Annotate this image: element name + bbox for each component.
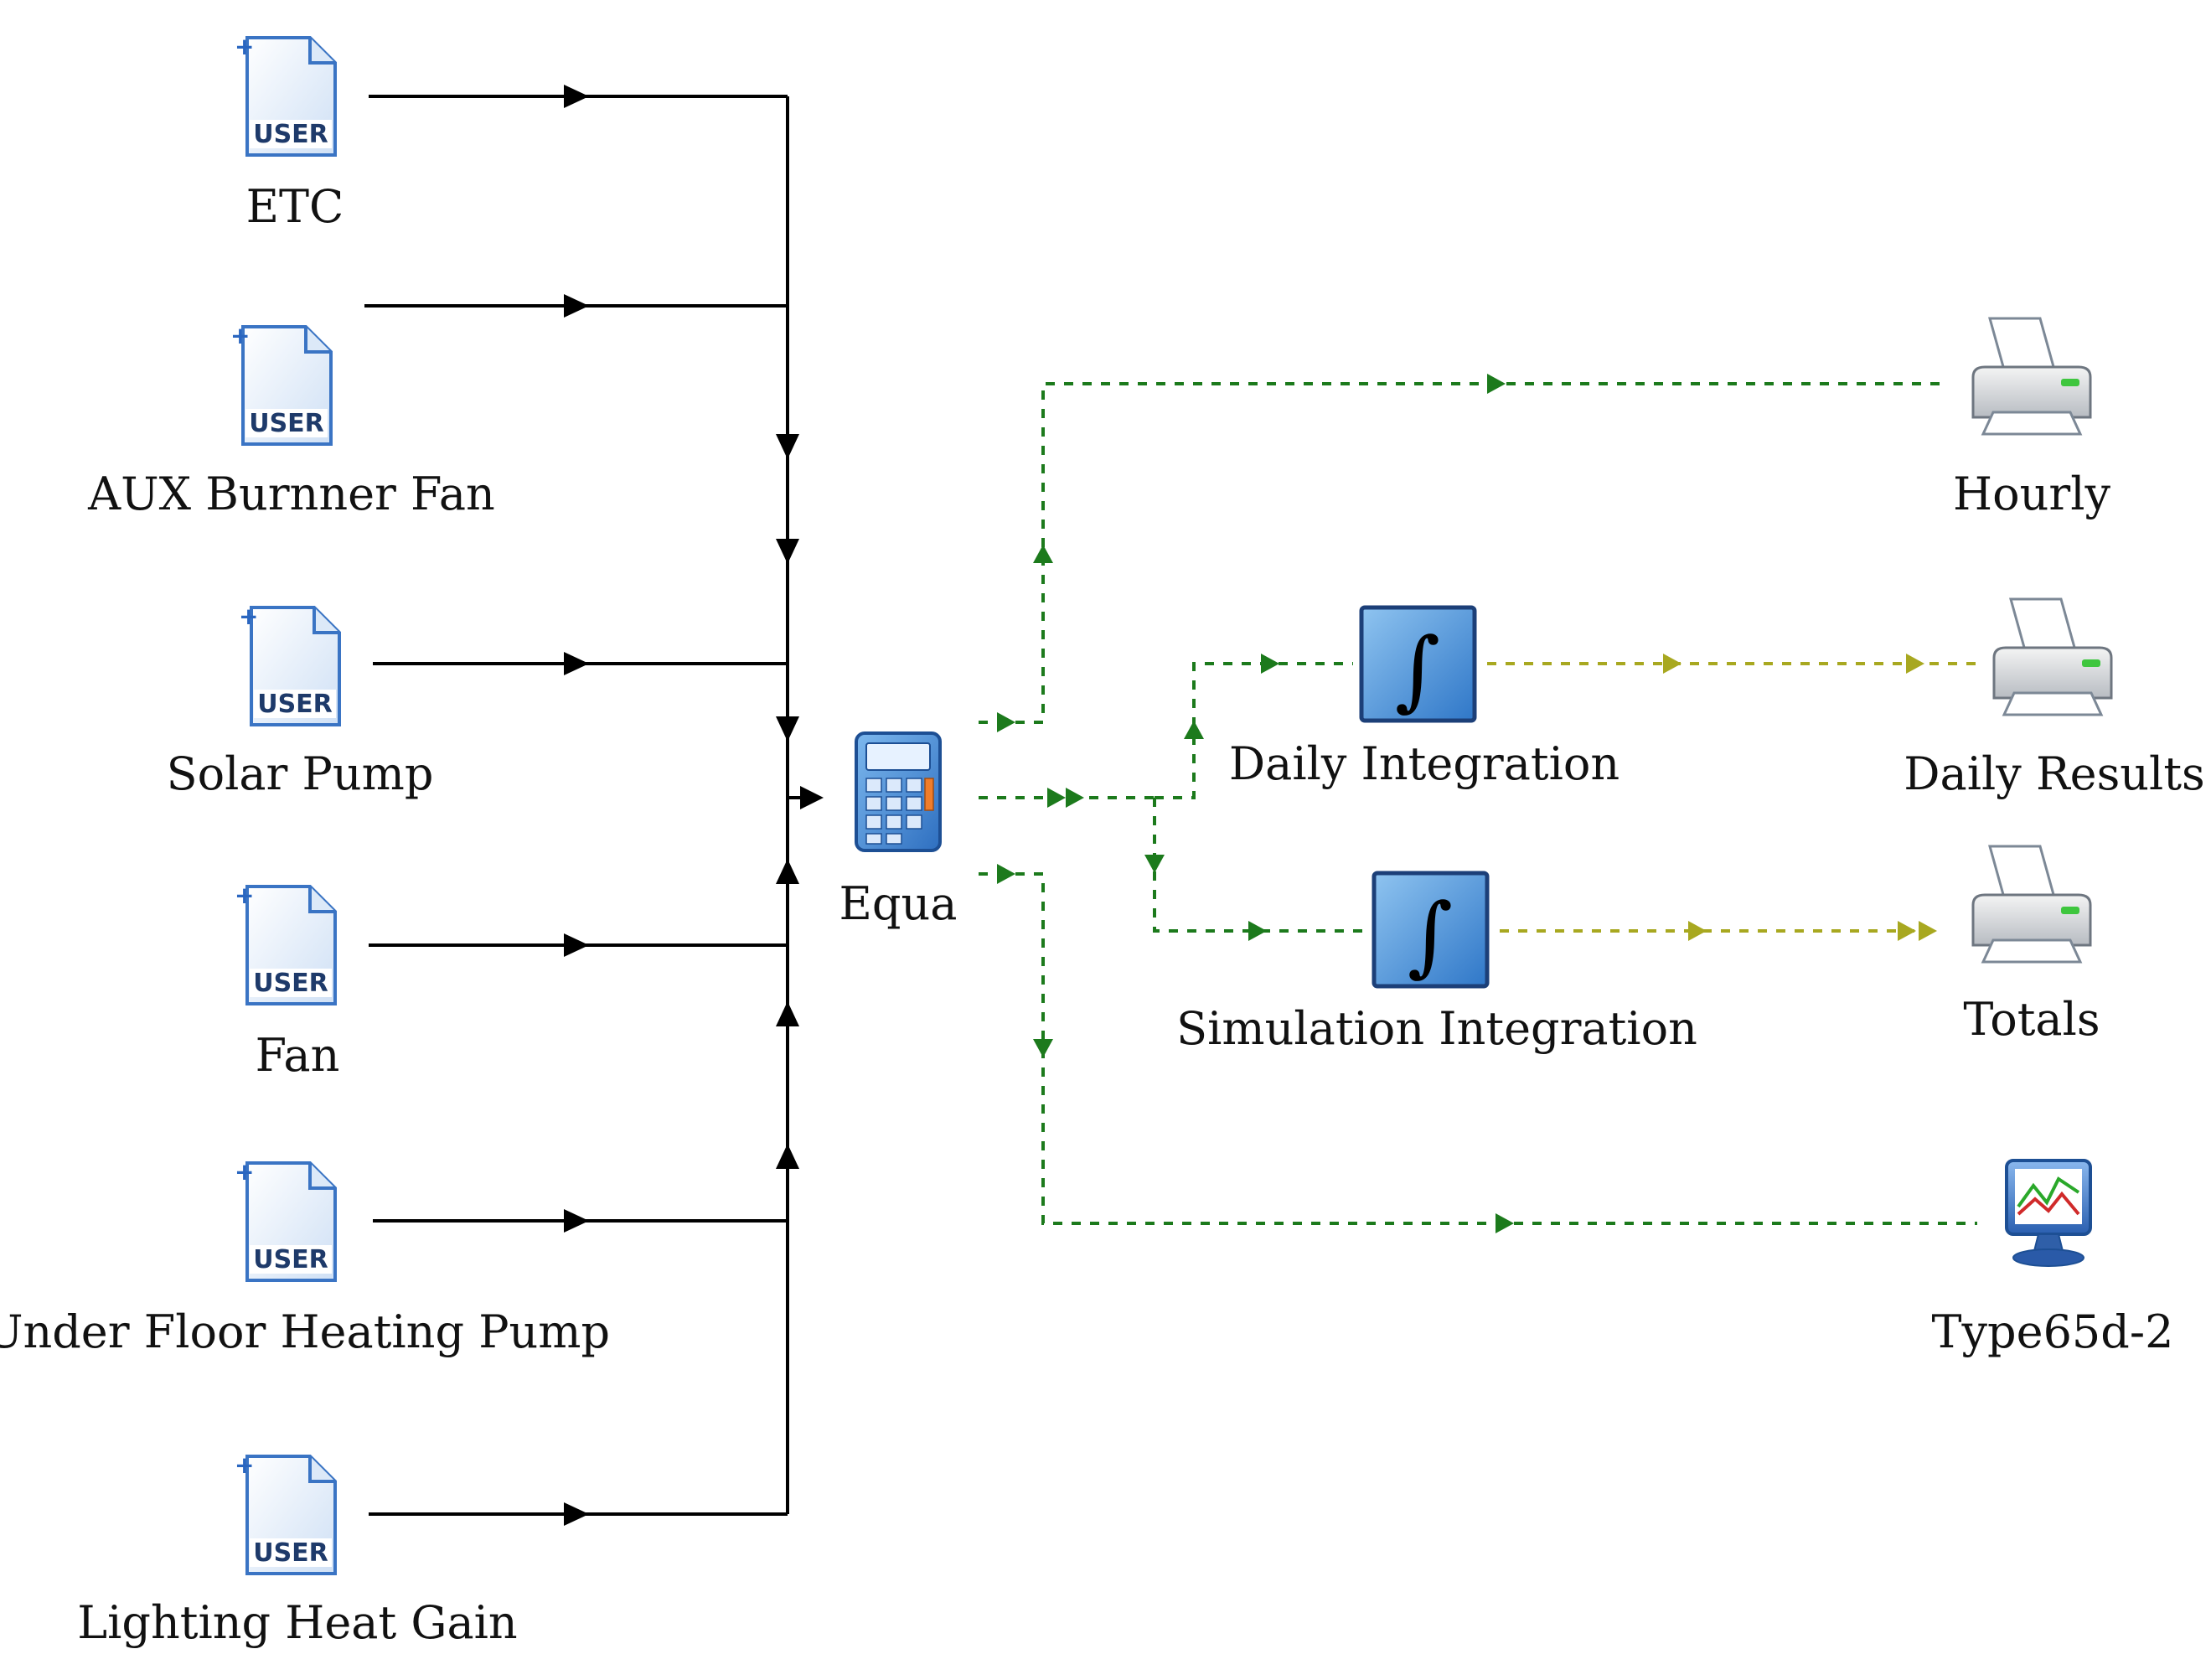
link-to-daily-integration[interactable]: [1155, 662, 1353, 799]
label-simulation-integration: Simulation Integration: [1176, 1002, 1697, 1055]
component-fan[interactable]: + USER: [235, 881, 337, 1005]
arrow-into-equa: [800, 786, 824, 809]
user-file-icon: + USER: [239, 602, 341, 726]
user-badge: USER: [249, 409, 324, 438]
calculator-icon: [855, 731, 942, 852]
component-simulation-integration[interactable]: ∫ Simulation Integration: [1176, 871, 1697, 1055]
input-links: [364, 85, 824, 1526]
user-badge: USER: [257, 690, 333, 719]
arrow-sim-right: [1248, 921, 1267, 941]
label-equa: Equa: [839, 877, 958, 930]
arrow-tot-3: [1919, 921, 1937, 941]
user-file-icon: + USER: [235, 33, 337, 157]
component-daily-integration[interactable]: ∫ Daily Integration: [1229, 605, 1620, 790]
arrow-hourly-1: [997, 712, 1015, 732]
arrow-bus-up-3: [776, 1144, 799, 1169]
arrow-type65-1: [997, 864, 1015, 884]
printer-icon: [1971, 317, 2092, 436]
component-etc[interactable]: + USER: [235, 33, 337, 157]
user-file-icon: + USER: [235, 881, 337, 1005]
arrow-dr-2: [1906, 654, 1924, 674]
user-badge: USER: [253, 120, 328, 149]
label-lighting-heat-gain: Lighting Heat Gain: [77, 1596, 517, 1649]
online-plotter-icon: [2005, 1159, 2092, 1267]
integrator-links: [1487, 654, 1977, 941]
component-type65d-2[interactable]: Type65d-2: [1932, 1159, 2174, 1358]
label-totals: Totals: [1963, 993, 2100, 1046]
user-badge: USER: [253, 1538, 328, 1568]
component-totals[interactable]: Totals: [1963, 845, 2100, 1046]
label-aux-burnner-fan: AUX Burnner Fan: [87, 468, 495, 520]
arrow-int-b: [1066, 788, 1084, 808]
label-hourly: Hourly: [1953, 468, 2110, 520]
arrow-dr-1: [1663, 654, 1681, 674]
label-daily-results: Daily Results: [1904, 747, 2205, 800]
output-links: [979, 374, 1977, 1233]
svg-text:+: +: [230, 322, 250, 349]
user-file-icon: + USER: [235, 1158, 337, 1282]
label-solar-pump: Solar Pump: [167, 747, 434, 800]
user-badge: USER: [253, 1245, 328, 1274]
arrow-fan: [564, 933, 589, 957]
arrow-underfloor: [564, 1209, 589, 1233]
arrow-hourly-3: [1487, 374, 1506, 394]
label-fan: Fan: [256, 1029, 340, 1082]
arrow-hourly-2: [1033, 545, 1053, 563]
arrow-solar: [564, 652, 589, 675]
label-under-floor-heating-pump: Under Floor Heating Pump: [0, 1305, 610, 1358]
svg-text:∫: ∫: [1408, 884, 1453, 986]
printer-icon: [1992, 597, 2113, 716]
user-badge: USER: [253, 969, 328, 998]
arrow-type65-3: [1496, 1213, 1514, 1233]
svg-text:+: +: [235, 881, 254, 909]
arrow-aux: [564, 294, 589, 318]
component-lighting-heat-gain[interactable]: + USER: [235, 1451, 337, 1575]
arrow-bus-down-2: [776, 539, 799, 564]
arrow-tot-1: [1688, 921, 1707, 941]
arrow-bus-down-1: [776, 434, 799, 459]
arrow-lighting: [564, 1502, 589, 1526]
label-type65d-2: Type65d-2: [1932, 1305, 2174, 1358]
component-hourly[interactable]: Hourly: [1953, 317, 2110, 520]
svg-text:+: +: [235, 1451, 254, 1479]
svg-text:+: +: [235, 1158, 254, 1186]
label-etc: ETC: [246, 180, 344, 233]
user-file-icon: + USER: [230, 322, 333, 446]
component-solar-pump[interactable]: + USER: [239, 602, 341, 726]
component-equa[interactable]: Equa: [839, 731, 958, 930]
label-daily-integration: Daily Integration: [1229, 737, 1620, 790]
component-aux-burnner-fan[interactable]: + USER: [230, 322, 333, 446]
user-file-icon: + USER: [235, 1451, 337, 1575]
printer-icon: [1971, 845, 2092, 964]
arrow-etc: [564, 85, 589, 108]
arrow-bus-up-2: [776, 1001, 799, 1026]
arrow-daily-right: [1261, 654, 1279, 674]
arrow-bus-up-1: [776, 859, 799, 884]
svg-text:+: +: [239, 602, 258, 630]
component-under-floor-heating-pump[interactable]: + USER: [235, 1158, 337, 1282]
arrow-sim-down: [1144, 855, 1165, 873]
arrow-daily-up: [1184, 721, 1204, 739]
component-daily-results[interactable]: Daily Results: [1904, 597, 2205, 800]
integral-icon: ∫: [1372, 871, 1490, 989]
arrow-int-a: [1047, 788, 1066, 808]
svg-text:∫: ∫: [1395, 618, 1440, 721]
svg-text:+: +: [235, 33, 254, 60]
input-components: + USER ETC + USER AUX Burnner Fan + USE: [0, 33, 610, 1649]
arrow-bus-down-3: [776, 716, 799, 742]
link-to-simulation-integration[interactable]: [1153, 798, 1370, 933]
arrow-type65-2: [1033, 1039, 1053, 1057]
integral-icon: ∫: [1359, 605, 1477, 723]
arrow-tot-2: [1898, 921, 1916, 941]
